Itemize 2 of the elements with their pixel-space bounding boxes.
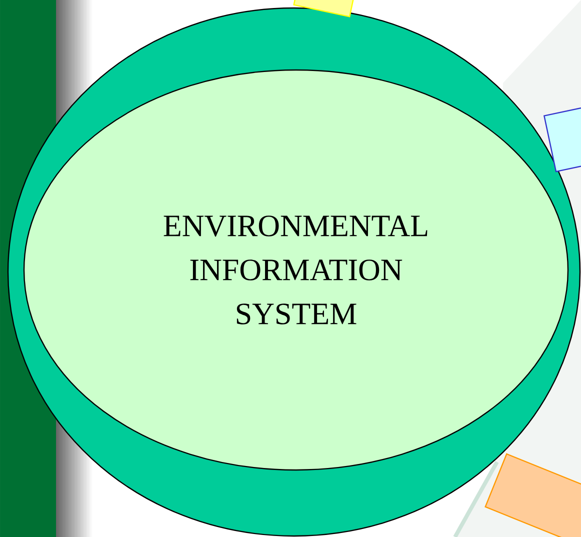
box	[484, 453, 581, 537]
box	[293, 0, 355, 18]
